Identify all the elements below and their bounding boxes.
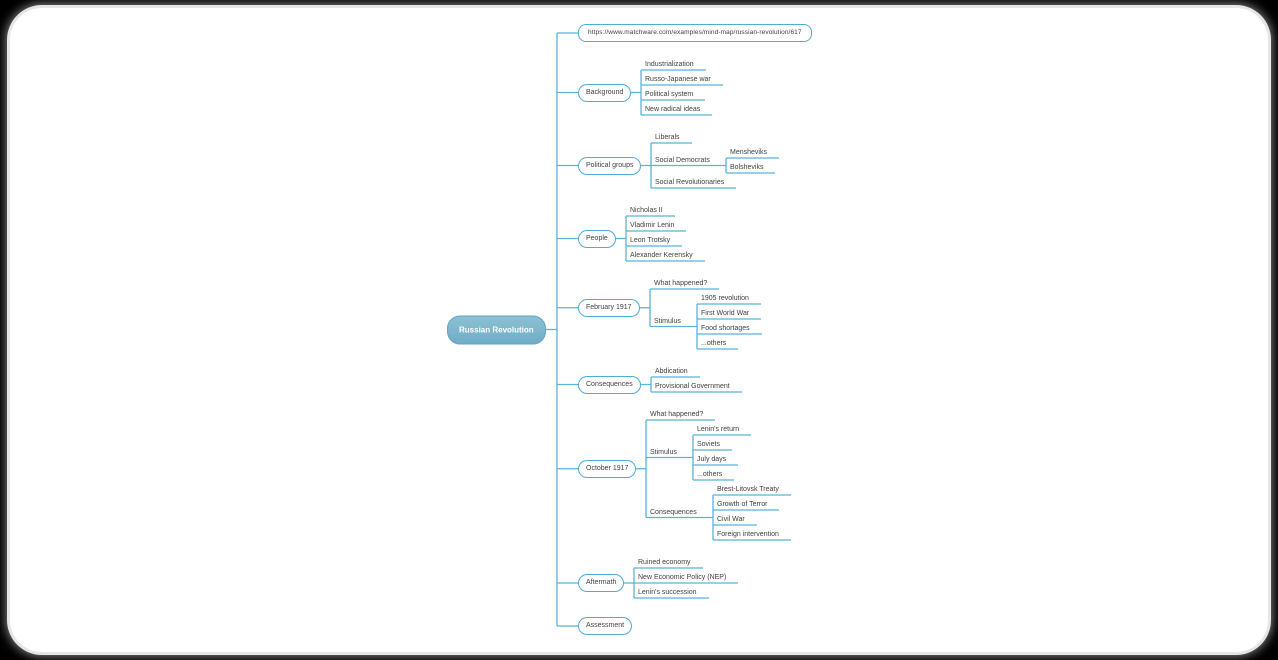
subtopic-label[interactable]: July days xyxy=(697,456,727,463)
subtopic-label[interactable]: Food shortages xyxy=(701,325,750,332)
main-topic-node[interactable]: Consequences xyxy=(578,375,641,394)
subtopic-label[interactable]: Stimulus xyxy=(650,448,677,456)
main-topic-node[interactable]: February 1917 xyxy=(578,298,640,317)
subtopic-label[interactable]: Ruined economy xyxy=(638,559,691,566)
subtopic-label[interactable]: First World War xyxy=(701,310,750,317)
subtopic-label[interactable]: Social Revolutionaries xyxy=(655,179,725,186)
main-topic-node[interactable]: October 1917 xyxy=(578,459,637,478)
subtopic-label[interactable]: Alexander Kerensky xyxy=(630,252,693,259)
main-topic-node[interactable]: Background xyxy=(578,83,632,102)
subtopic-label[interactable]: Growth of Terror xyxy=(717,501,768,508)
root-topic-node[interactable]: Russian Revolution xyxy=(447,315,546,344)
subtopic-label[interactable]: Nicholas II xyxy=(630,207,663,214)
subtopic-label[interactable]: Abdication xyxy=(655,368,688,375)
subtopic-label[interactable]: Stimulus xyxy=(654,317,681,325)
subtopic-label[interactable]: Provisional Government xyxy=(655,383,730,390)
subtopic-label[interactable]: What happened? xyxy=(654,280,708,287)
subtopic-label[interactable]: What happened? xyxy=(650,411,704,418)
main-topic-node[interactable]: Political groups xyxy=(578,156,642,175)
subtopic-label[interactable]: 1905 revolution xyxy=(701,295,749,302)
subtopic-label[interactable]: Vladimir Lenin xyxy=(630,222,675,229)
subtopic-label[interactable]: Social Democrats xyxy=(655,156,710,164)
subtopic-label[interactable]: Consequences xyxy=(650,508,697,516)
mindmap-canvas xyxy=(10,8,1268,652)
subtopic-label[interactable]: Bolsheviks xyxy=(730,164,764,171)
subtopic-label[interactable]: Political system xyxy=(645,91,694,98)
subtopic-label[interactable]: Leon Trotsky xyxy=(630,237,671,244)
subtopic-label[interactable]: Civil War xyxy=(717,516,745,523)
main-topic-node[interactable]: People xyxy=(578,229,616,248)
subtopic-label[interactable]: Industrialization xyxy=(645,61,694,68)
url-topic-node[interactable]: https://www.matchware.com/examples/mind-… xyxy=(578,24,812,42)
main-topic-node[interactable]: Aftermath xyxy=(578,574,625,592)
subtopic-label[interactable]: Foreign intervention xyxy=(717,531,779,538)
subtopic-label[interactable]: ...others xyxy=(701,340,727,347)
subtopic-label[interactable]: Liberals xyxy=(655,134,680,141)
subtopic-label[interactable]: Russo-Japanese war xyxy=(645,76,711,83)
subtopic-label[interactable]: Lenin's succession xyxy=(638,589,697,596)
subtopic-label[interactable]: Brest-Litovsk Treaty xyxy=(717,486,779,493)
subtopic-label[interactable]: New Economic Policy (NEP) xyxy=(638,574,727,581)
subtopic-label[interactable]: ...others xyxy=(697,471,723,478)
main-topic-node[interactable]: Assessment xyxy=(578,617,633,635)
subtopic-label[interactable]: Lenin's return xyxy=(697,426,740,433)
subtopic-label[interactable]: Mensheviks xyxy=(730,149,767,156)
subtopic-label[interactable]: Soviets xyxy=(697,441,720,448)
subtopic-label[interactable]: New radical ideas xyxy=(645,106,701,113)
